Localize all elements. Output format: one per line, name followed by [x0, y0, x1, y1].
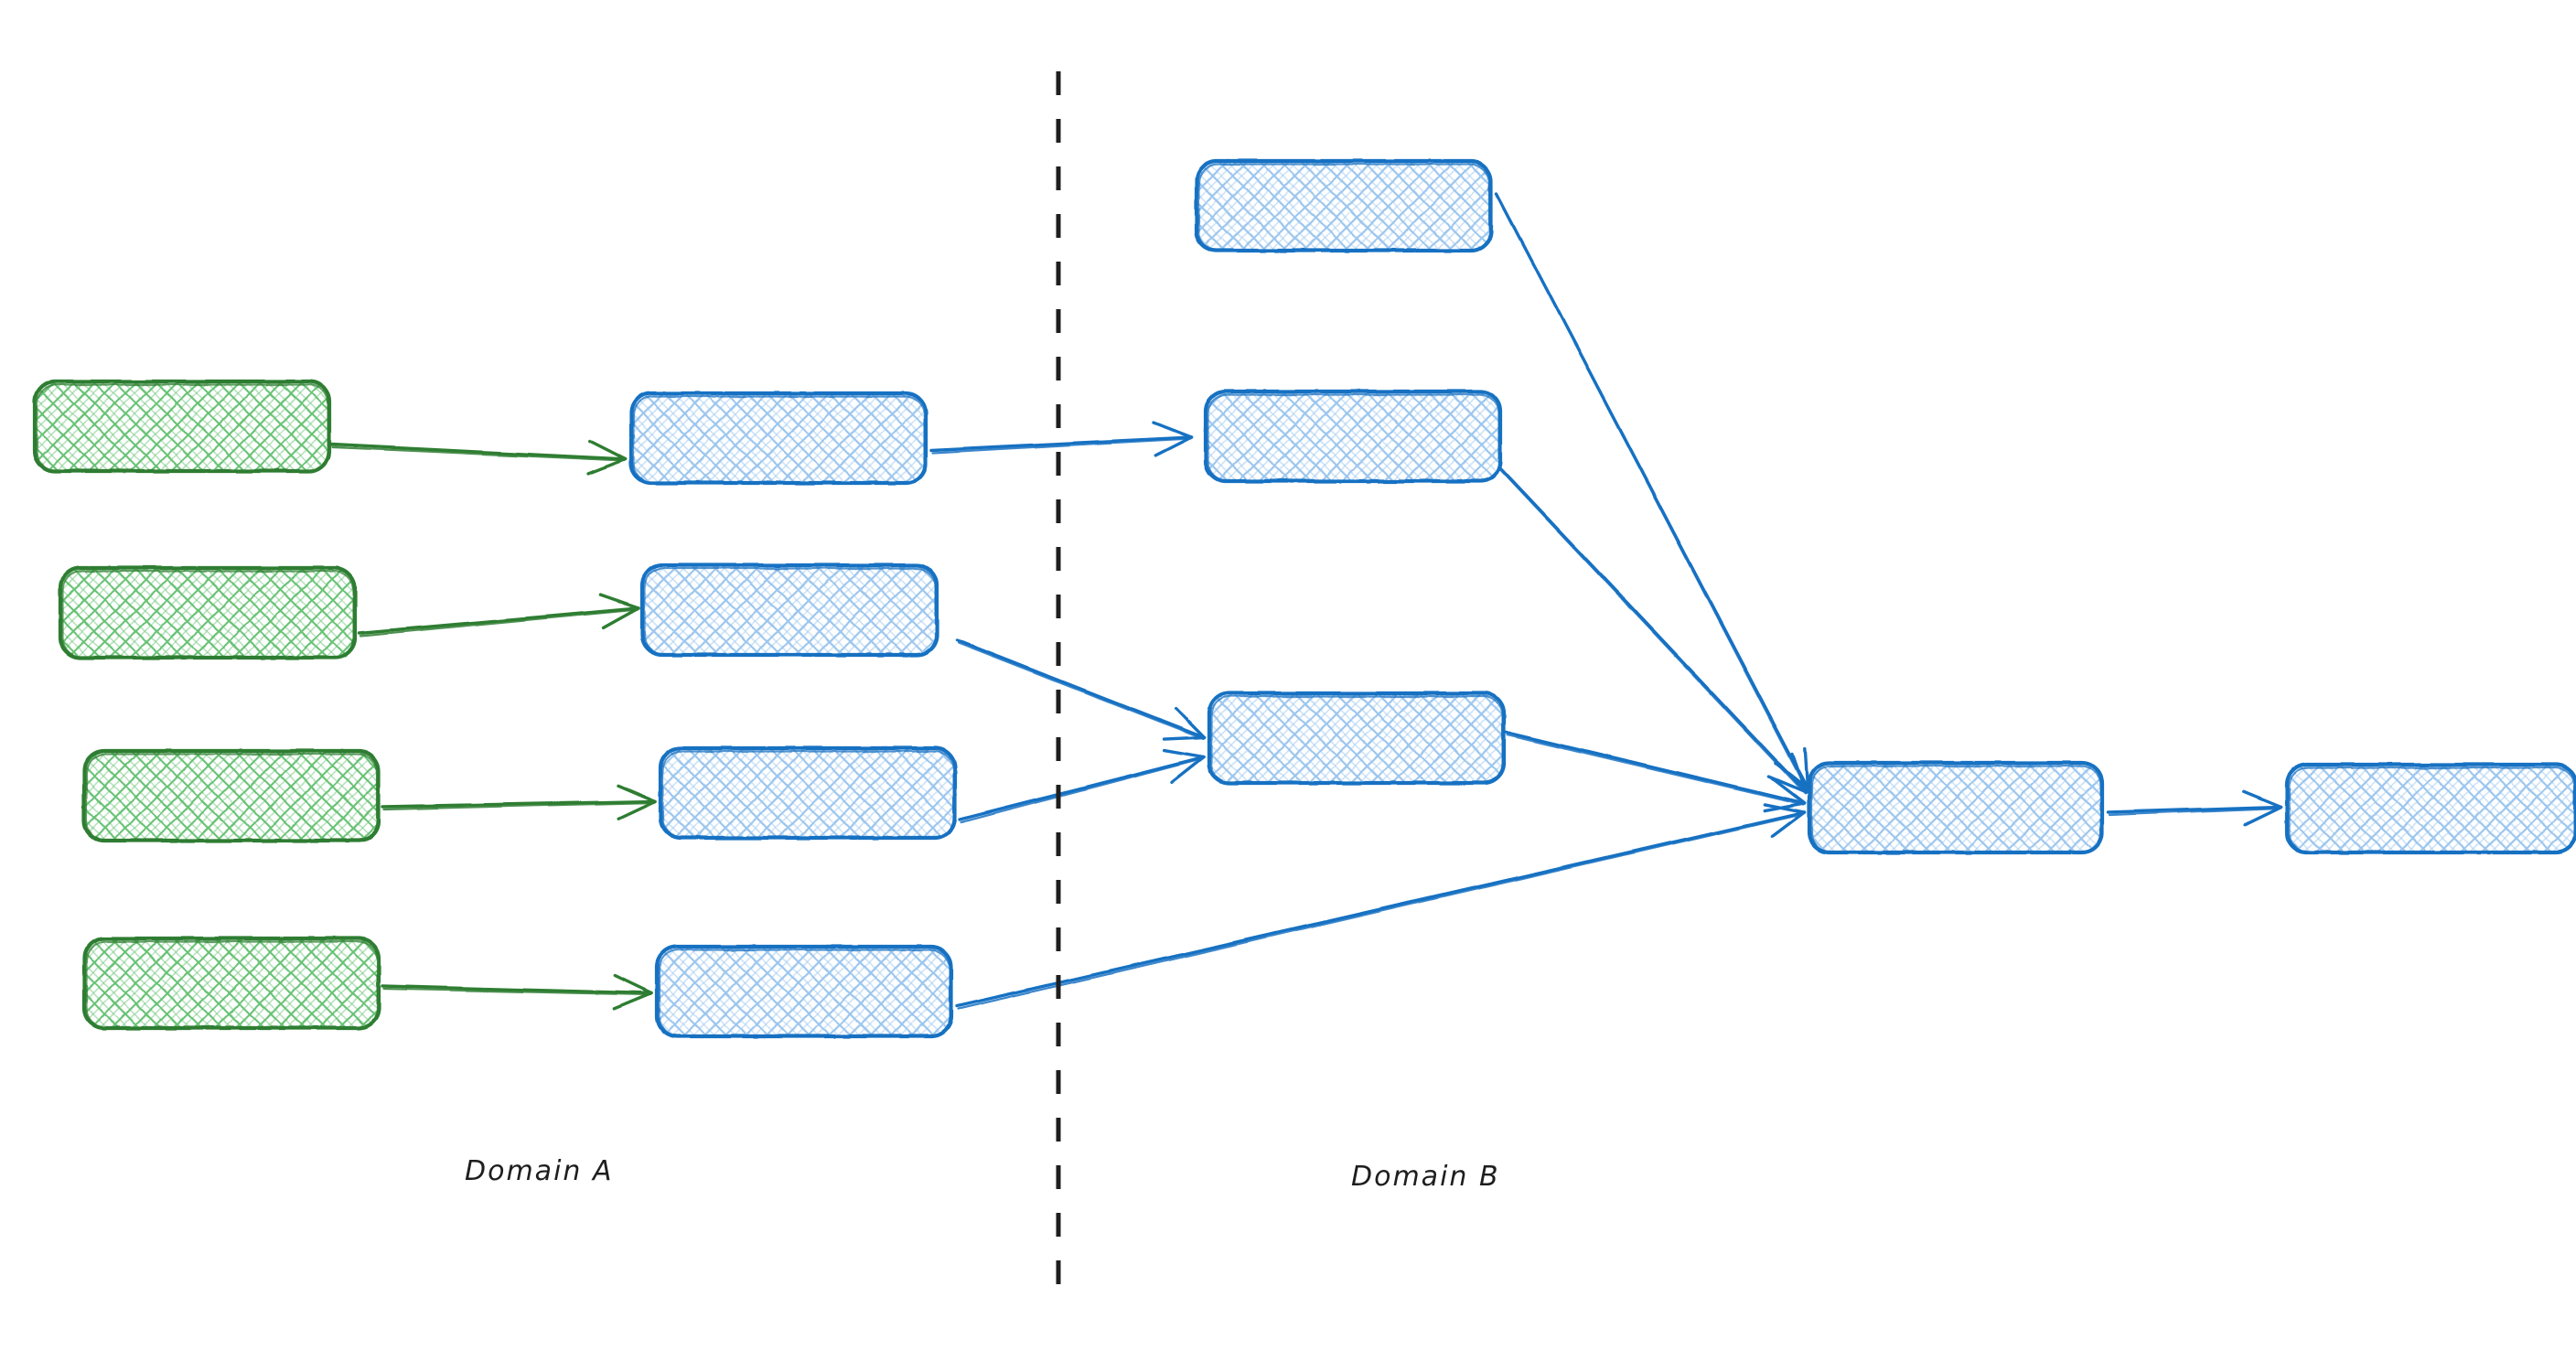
nodes-layer	[32, 158, 2576, 1039]
domain-b-node-1-hit[interactable]	[1197, 161, 1491, 251]
edges-layer	[329, 192, 2283, 1011]
edge-a4-m4	[381, 974, 653, 1011]
domain-a-stage-2-hit[interactable]	[642, 565, 937, 655]
domain-a-stage-1[interactable]	[628, 391, 928, 486]
domain-b-node-2[interactable]	[1203, 389, 1503, 484]
edge-m4-c1	[955, 802, 1806, 1011]
domain-b-output-hit[interactable]	[2287, 765, 2576, 852]
domain-a-stage-4-hit[interactable]	[657, 947, 951, 1036]
domain-a-stage-3-hit[interactable]	[660, 748, 955, 838]
domain-a-stage-2[interactable]	[639, 563, 939, 658]
edge-b1-c1	[1495, 192, 1809, 791]
domain-a-source-4[interactable]	[81, 936, 381, 1031]
domain-b-node-3[interactable]	[1207, 691, 1507, 786]
edge-a3-m3	[381, 784, 657, 820]
domain-b-output[interactable]	[2284, 762, 2576, 855]
edge-c1-d1	[2106, 789, 2283, 826]
domain-a-source-3[interactable]	[81, 748, 381, 843]
domain-a-source-1[interactable]	[32, 379, 332, 474]
domain-b-aggregate-hit[interactable]	[1809, 763, 2102, 852]
edge-m2-b3	[955, 638, 1206, 741]
edge-a1-m1	[329, 439, 628, 476]
edge-b2-c1	[1498, 466, 1808, 795]
domain-b-node-1[interactable]	[1194, 158, 1494, 253]
edge-m1-b1	[929, 421, 1193, 457]
domain-a-stage-1-hit[interactable]	[631, 393, 926, 483]
edge-m3-b3	[959, 748, 1206, 824]
domain-b-node-2-hit[interactable]	[1206, 391, 1500, 481]
edge-b3-c1	[1504, 730, 1806, 812]
domain-a-source-2-hit[interactable]	[60, 568, 355, 658]
edge-a2-m2	[357, 593, 640, 638]
domain-b-node-3-hit[interactable]	[1209, 693, 1504, 783]
domain-a-source-3-hit[interactable]	[84, 751, 379, 841]
domain-b-label: Domain B	[1351, 1161, 1500, 1193]
domain-a-source-1-hit[interactable]	[35, 381, 329, 471]
domain-a-label: Domain A	[465, 1155, 614, 1187]
domain-a-source-4-hit[interactable]	[84, 938, 379, 1028]
domain-b-aggregate[interactable]	[1807, 760, 2105, 855]
domain-a-stage-4[interactable]	[654, 944, 954, 1039]
domain-a-stage-3[interactable]	[658, 745, 958, 841]
domain-a-source-2[interactable]	[58, 565, 358, 660]
